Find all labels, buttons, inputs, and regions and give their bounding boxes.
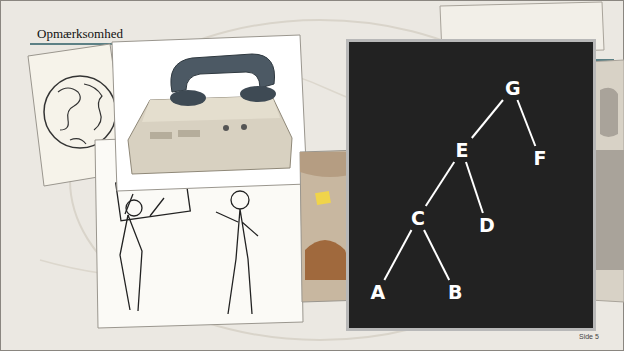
node-letter: C: [411, 208, 425, 228]
tree-branch: [384, 230, 411, 280]
telephone-button: [178, 130, 200, 137]
tree-branch: [472, 100, 503, 138]
tree-branch: [517, 100, 535, 146]
telephone-earpiece: [170, 90, 206, 106]
tree-node: E: [452, 138, 473, 162]
tree-node: G: [501, 76, 525, 100]
cartoon-head: [126, 200, 142, 216]
node-letter: G: [505, 78, 521, 98]
tree-branch: [466, 162, 483, 213]
telephone-base: [128, 96, 292, 174]
node-letter: E: [456, 140, 469, 160]
tree-panel: [349, 42, 593, 328]
telephone-card: [112, 35, 307, 191]
globe-sketch: [44, 76, 116, 148]
slide-title: Opmærksomhed: [37, 26, 123, 42]
cartoon-head: [231, 191, 249, 209]
telephone-knob: [223, 125, 229, 131]
tree-node: C: [407, 206, 429, 230]
telephone-mouthpiece: [240, 86, 276, 102]
tree-node: B: [444, 280, 466, 304]
cartoon-person: [216, 209, 258, 314]
cartoon-figures: [116, 173, 258, 314]
tree-branch: [426, 162, 454, 206]
telephone-button: [150, 132, 172, 139]
slide-number: Side 5: [579, 333, 599, 340]
node-letter: A: [371, 282, 386, 302]
globe-continents: [58, 84, 102, 144]
photo-figure: [596, 88, 624, 270]
telephone-knob: [241, 124, 247, 130]
tree-branch: [424, 230, 449, 280]
post-it: [315, 191, 331, 205]
cartoon-person: [120, 194, 164, 311]
tree-node: D: [475, 213, 499, 237]
tree-node: A: [367, 280, 390, 304]
node-letter: B: [448, 282, 462, 302]
panel-frame: [346, 39, 596, 331]
node-letter: D: [479, 215, 495, 235]
tree-node: F: [530, 146, 551, 170]
node-letter: F: [534, 148, 547, 168]
